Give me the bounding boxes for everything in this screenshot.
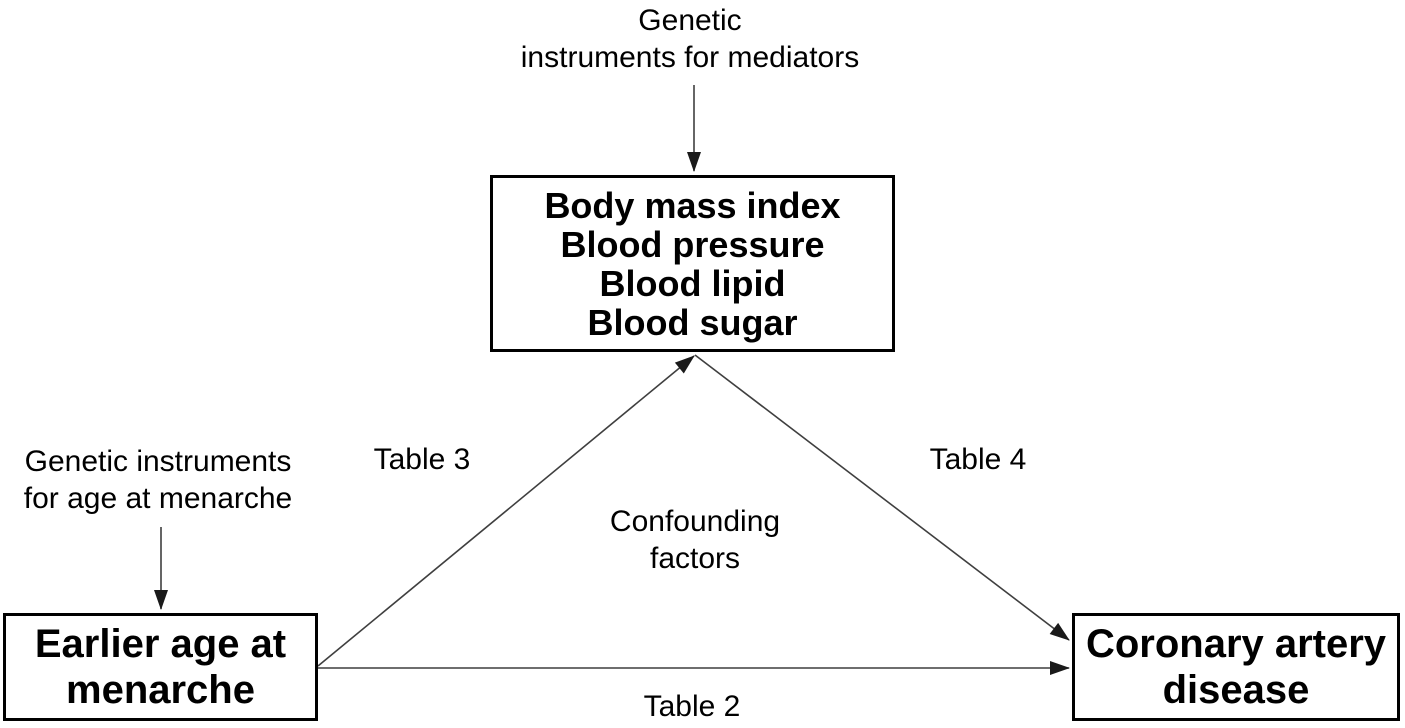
arrow-exposure-to-mediator	[317, 355, 695, 667]
arrow-mediator-to-outcome	[694, 354, 1070, 641]
outcome-box: Coronary artery disease	[1072, 613, 1400, 721]
mediators-box: Body mass index Blood pressure Blood lip…	[490, 175, 895, 352]
table4-edge-label: Table 4	[929, 443, 1027, 476]
confounding-factors-label: Confounding factors	[609, 505, 781, 575]
table2-edge-label: Table 2	[643, 690, 741, 723]
genetic-instruments-mediators-label: Genetic instruments for mediators	[520, 4, 860, 74]
table3-edge-label: Table 3	[373, 443, 471, 476]
exposure-box: Earlier age at menarche	[3, 613, 318, 721]
genetic-instruments-menarche-label: Genetic instruments for age at menarche	[23, 445, 293, 515]
